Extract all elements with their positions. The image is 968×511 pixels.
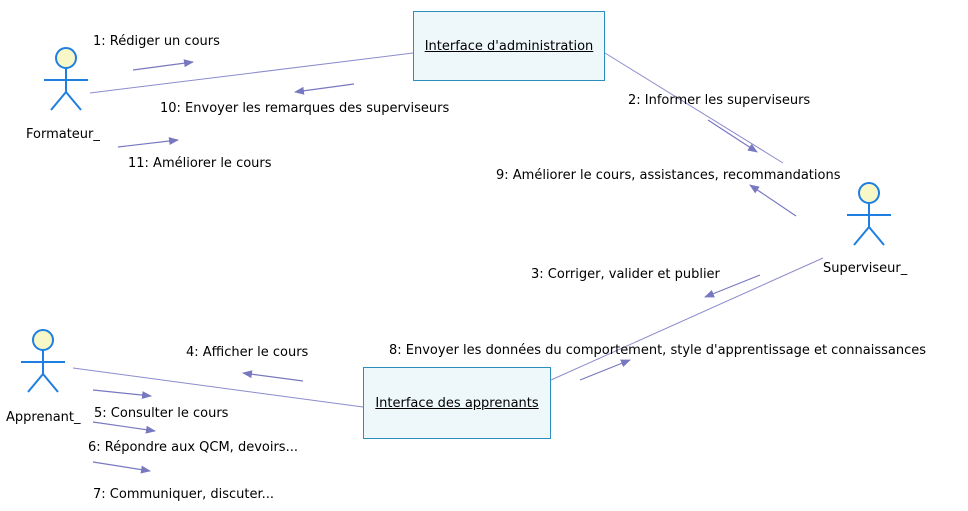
- message-label-11: 11: Améliorer le cours: [128, 156, 272, 171]
- link-formateur-admin: [89, 52, 414, 94]
- actor-label-apprenant: Apprenant_: [6, 410, 81, 425]
- actor-superviseur: [847, 182, 891, 246]
- message-arrow-3: [704, 274, 761, 298]
- message-arrow-6: [92, 421, 156, 434]
- message-label-3: 3: Corriger, valider et publier: [531, 267, 720, 282]
- message-label-8: 8: Envoyer les données du comportement, …: [389, 343, 927, 358]
- message-arrow-8: [579, 359, 631, 381]
- message-label-2: 2: Informer les superviseurs: [628, 93, 811, 108]
- actor-head-icon: [55, 47, 77, 69]
- message-label-5: 5: Consulter le cours: [94, 406, 229, 421]
- actor-left-leg-icon: [27, 373, 44, 393]
- message-arrow-11: [117, 137, 179, 148]
- actor-right-leg-icon: [65, 91, 82, 111]
- message-label-4: 4: Afficher le cours: [186, 345, 309, 360]
- message-arrow-10: [294, 83, 355, 95]
- actor-formateur: [44, 47, 88, 111]
- message-arrow-7: [92, 461, 151, 474]
- message-arrow-2: [707, 119, 758, 153]
- admin-interface-object: Interface d'administration: [413, 11, 605, 81]
- actor-label-superviseur: Superviseur_: [823, 261, 908, 276]
- actor-label-formateur: Formateur_: [26, 127, 100, 142]
- link-apprenant-learners: [72, 367, 364, 408]
- message-label-6: 6: Répondre aux QCM, devoirs...: [88, 440, 298, 455]
- message-arrow-1: [132, 59, 194, 71]
- learners-interface-object: Interface des apprenants: [363, 367, 551, 439]
- actor-left-leg-icon: [853, 226, 870, 246]
- message-label-1: 1: Rédiger un cours: [93, 34, 220, 49]
- message-arrow-9: [749, 184, 797, 217]
- actor-head-icon: [32, 329, 54, 351]
- message-label-10: 10: Envoyer les remarques des superviseu…: [160, 101, 450, 116]
- link-superviseur-learners: [550, 257, 824, 381]
- actor-head-icon: [858, 182, 880, 204]
- actor-right-leg-icon: [42, 373, 59, 393]
- message-arrow-5: [92, 389, 152, 400]
- actor-apprenant: [21, 329, 65, 393]
- actor-left-leg-icon: [50, 91, 67, 111]
- message-arrow-4: [242, 370, 304, 382]
- message-label-7: 7: Communiquer, discuter...: [93, 487, 274, 502]
- message-label-9: 9: Améliorer le cours, assistances, reco…: [496, 168, 841, 183]
- actor-right-leg-icon: [868, 226, 885, 246]
